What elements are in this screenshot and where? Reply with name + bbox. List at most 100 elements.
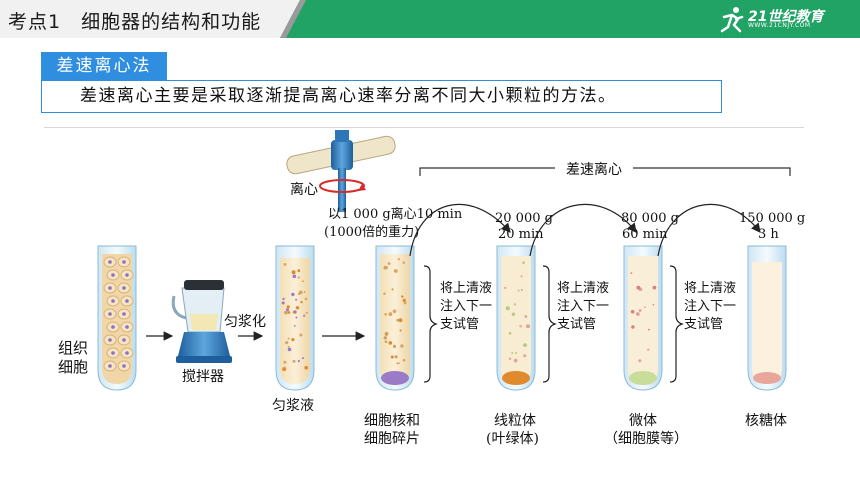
particle	[648, 328, 650, 331]
cell-nucleus	[125, 273, 129, 277]
cell-nucleus	[108, 364, 112, 368]
particle	[638, 309, 642, 312]
ribosome-pellet	[753, 372, 781, 384]
particle	[301, 357, 304, 360]
particle	[291, 270, 296, 275]
transfer-arc-1	[409, 203, 511, 257]
transfer-arc-3	[657, 203, 761, 257]
transfer-2-line1: 将上清液	[557, 281, 609, 296]
tube3-time: 60 min	[622, 227, 668, 242]
particle	[403, 301, 407, 305]
description-text: 差速离心主要是采取逐渐提高离心速率分离不同大小颗粒的方法。	[80, 86, 617, 106]
description-box: 差速离心主要是采取逐渐提高离心速率分离不同大小颗粒的方法。	[41, 80, 722, 113]
particle	[524, 315, 528, 318]
particle	[399, 329, 402, 332]
transfer-step-2: 将上清液 注入下一 支试管	[542, 265, 609, 383]
homogenize-label: 匀浆化	[224, 314, 266, 330]
particle	[384, 331, 389, 336]
particle	[526, 324, 530, 329]
tissue-tube	[97, 245, 137, 391]
particle	[291, 338, 295, 342]
cell-nucleus	[125, 299, 129, 303]
particle	[295, 298, 298, 301]
particle	[304, 297, 308, 301]
tissue-label-2: 细胞	[58, 358, 88, 376]
runner-icon	[720, 7, 744, 33]
particle	[396, 318, 400, 322]
header-bar: 考点1 细胞器的结构和功能 21世纪教育 WWW.21CNJY.COM	[0, 0, 860, 38]
cell-nucleus	[111, 299, 115, 303]
tube3-speed: 80 000 g	[621, 211, 679, 226]
tube3-product-1: 微体	[629, 413, 657, 429]
homogenate-tube	[275, 245, 315, 391]
cell-nucleus	[111, 273, 115, 277]
mitochondria-pellet	[502, 371, 530, 385]
particle	[287, 337, 290, 340]
particle	[304, 365, 309, 370]
particle	[394, 355, 398, 359]
particle	[297, 360, 300, 363]
homogenate-label: 匀浆液	[272, 398, 314, 414]
particle	[302, 280, 304, 283]
cell-nucleus	[108, 312, 112, 316]
step1-gravity: (1000倍的重力)	[324, 224, 419, 240]
cell-nucleus	[108, 338, 112, 342]
particle	[287, 311, 291, 314]
particle	[515, 351, 517, 354]
particle	[631, 325, 635, 329]
particle	[383, 336, 387, 340]
particle	[299, 333, 303, 337]
first-product-2: 细胞碎片	[364, 431, 420, 447]
particle	[508, 357, 512, 360]
particle	[292, 274, 297, 279]
particle	[522, 261, 525, 264]
particle	[303, 314, 306, 317]
particle	[292, 359, 296, 363]
particle	[520, 289, 523, 291]
particle	[520, 275, 523, 278]
particle	[638, 314, 640, 316]
particle	[514, 303, 517, 306]
particle	[636, 285, 641, 290]
particle	[392, 309, 397, 314]
tube3-product-2: （细胞膜等）	[604, 430, 688, 447]
ribosome-tube	[747, 245, 787, 391]
particle	[393, 269, 398, 273]
tissue-label-1: 组织	[58, 339, 88, 357]
particle	[387, 262, 391, 265]
particle	[647, 348, 650, 351]
particle	[517, 289, 520, 292]
particle	[402, 261, 405, 264]
particle	[519, 325, 522, 328]
cell-nucleus	[125, 351, 129, 355]
transfer-arc-2	[529, 203, 637, 257]
particle	[385, 334, 388, 336]
particle	[388, 341, 393, 345]
particle	[283, 366, 286, 369]
particle	[505, 306, 510, 311]
cell-nucleus	[111, 351, 115, 355]
tube2-product-2: (叶绿体)	[486, 431, 539, 447]
tube2-product-1: 线粒体	[494, 413, 536, 429]
particle	[644, 306, 646, 309]
nuclei-pellet	[381, 371, 409, 385]
particle	[390, 355, 394, 359]
particle	[652, 303, 655, 306]
cell-nucleus	[122, 338, 126, 342]
centrifugation-figure: 差速离心 离心 以1 000 g离心10 min (1000倍的重力) 组织 细…	[58, 130, 805, 447]
cell-nucleus	[122, 312, 126, 316]
mitochondria-tube	[496, 245, 536, 391]
tube4-speed: 150 000 g	[739, 211, 805, 226]
particle	[283, 360, 287, 364]
particle	[295, 316, 298, 319]
microsome-pellet	[629, 371, 657, 385]
particle	[398, 362, 401, 365]
particle	[630, 309, 635, 314]
particle	[523, 354, 527, 358]
particle	[285, 341, 289, 345]
particle	[513, 358, 518, 363]
section-tag: 差速离心法	[41, 52, 167, 80]
particle	[391, 288, 394, 291]
cell-nucleus	[122, 286, 126, 290]
logo-text: 21世纪教育	[748, 9, 824, 25]
